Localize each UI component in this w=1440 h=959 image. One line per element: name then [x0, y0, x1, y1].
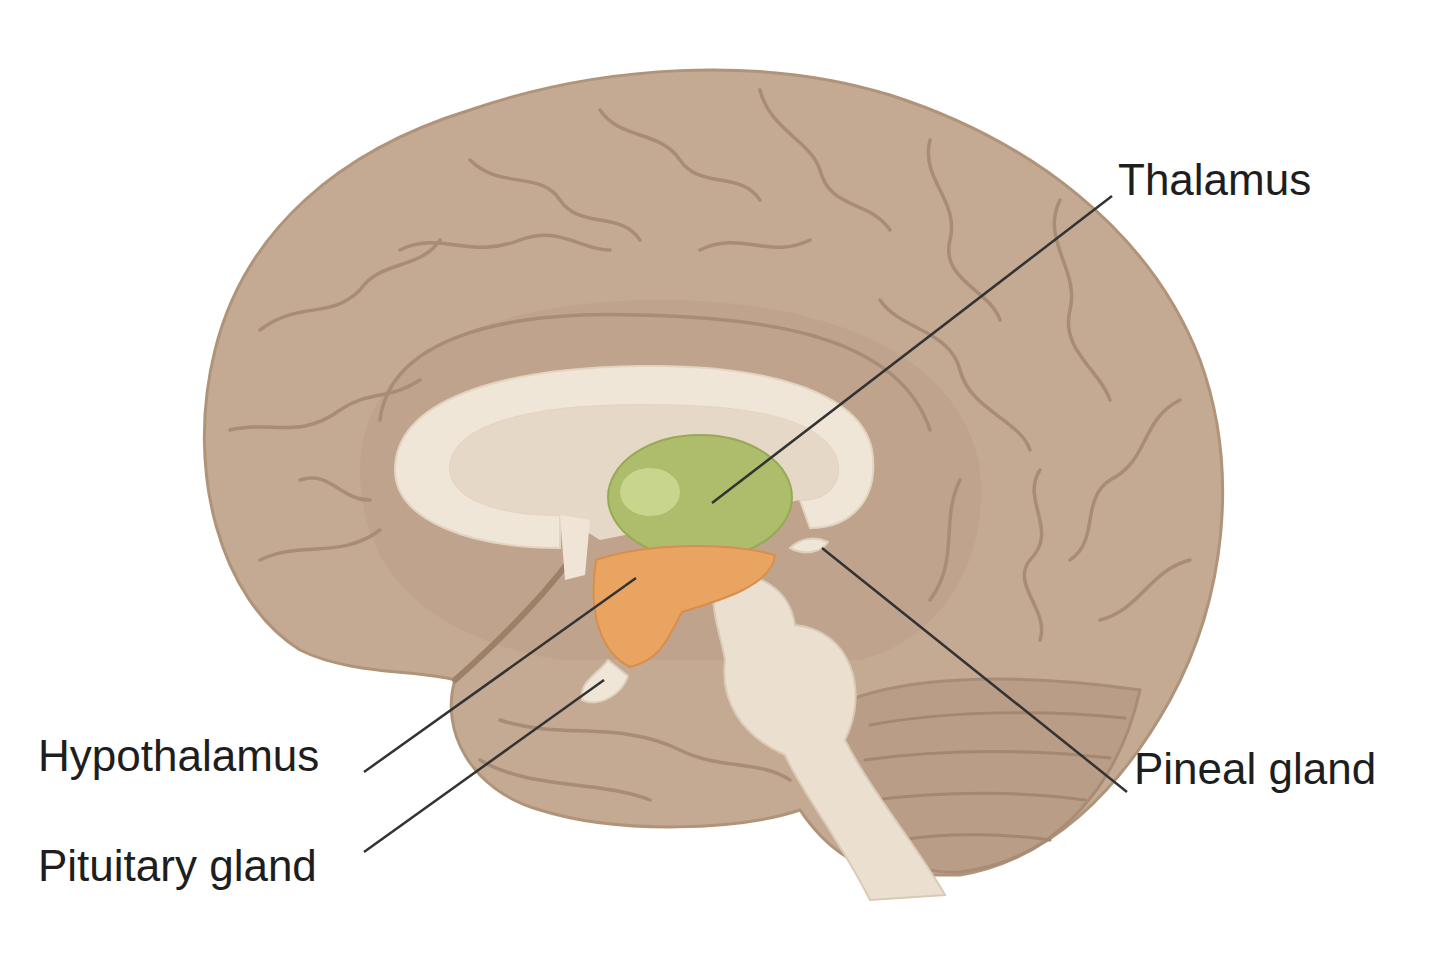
part-label: Pituitary gland	[38, 841, 317, 892]
folia-line	[870, 713, 1125, 725]
gyrus-line	[760, 90, 890, 230]
folia-line	[900, 835, 1050, 840]
brainstem	[714, 574, 945, 900]
cerebrum	[204, 70, 1222, 875]
gyrus-line	[1054, 200, 1110, 400]
pineal	[790, 539, 828, 553]
gyrus-line	[700, 240, 810, 250]
brainstem-shape	[714, 574, 945, 900]
cerebrum-outline	[204, 70, 1222, 875]
corpus-callosum	[395, 366, 873, 580]
frontal-notch	[455, 560, 570, 680]
leader-line	[822, 548, 1127, 792]
gyrus-line	[470, 160, 640, 240]
hypothalamus	[594, 546, 775, 667]
thalamus-shape	[608, 435, 792, 559]
gyrus-line	[260, 530, 380, 560]
gyrus-line	[1024, 470, 1041, 640]
part-label: Thalamus	[1118, 155, 1311, 206]
pituitary-shape	[582, 660, 628, 702]
pituitary	[582, 660, 628, 702]
thalamus	[608, 435, 792, 559]
leader-line	[712, 196, 1112, 503]
gyrus-line	[880, 300, 1030, 450]
gyrus-line	[928, 140, 1000, 320]
hypothalamus-shape	[594, 546, 775, 667]
gyrus-line	[480, 760, 650, 800]
gyrus-line	[1100, 560, 1190, 620]
gyrus-line	[600, 110, 760, 200]
leader-line	[364, 578, 636, 772]
thalamus-highlight	[620, 468, 680, 516]
gyrus-line	[300, 478, 370, 500]
gyrus-line	[400, 235, 610, 250]
leader-lines	[364, 196, 1127, 852]
septum	[560, 515, 590, 580]
gyrus-line	[930, 480, 960, 600]
part-label: Pineal gland	[1134, 744, 1376, 795]
pineal-shape	[790, 539, 828, 553]
leader-line	[364, 680, 604, 852]
gyrus-line	[260, 240, 440, 330]
folia-line	[865, 752, 1110, 761]
folia-line	[875, 793, 1085, 800]
gyrus-line	[1070, 400, 1180, 560]
part-label: Hypothalamus	[38, 731, 319, 782]
